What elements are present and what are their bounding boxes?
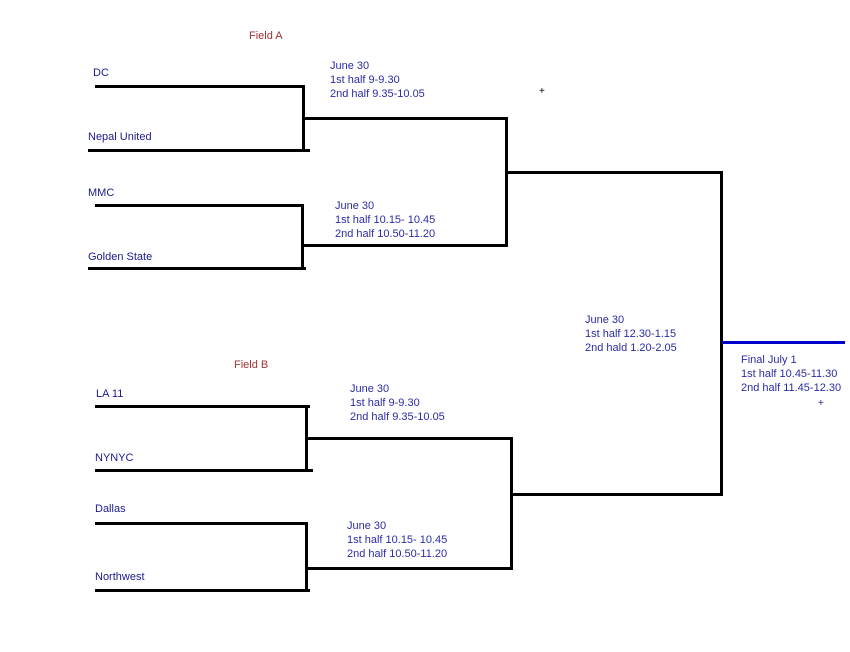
bracket-final-line: [722, 341, 845, 344]
bracket-winner-line-semifinal-a: [505, 171, 723, 174]
team-nynyc: NYNYC: [95, 452, 134, 464]
bracket-line-dc: [95, 85, 305, 88]
schedule-match-b2: June 30 1st half 10.15- 10.45 2nd half 1…: [347, 519, 447, 561]
plus-marker-final-icon: +: [818, 398, 824, 409]
schedule-match-b1-half2: 2nd half 9.35-10.05: [350, 411, 445, 423]
schedule-semifinal: June 30 1st half 12.30-1.15 2nd hald 1.2…: [585, 313, 677, 355]
bracket-winner-line-a2: [301, 244, 508, 247]
schedule-match-b1: June 30 1st half 9-9.30 2nd half 9.35-10…: [350, 382, 445, 424]
bracket-winner-line-b1: [305, 437, 513, 440]
schedule-match-b2-half1: 1st half 10.15- 10.45: [347, 534, 448, 546]
team-nepal-united: Nepal United: [88, 131, 152, 143]
schedule-match-a1-date: June 30: [330, 60, 370, 72]
team-la-11: LA 11: [96, 388, 124, 400]
schedule-match-a1: June 30 1st half 9-9.30 2nd half 9.35-10…: [330, 59, 425, 101]
team-mmc: MMC: [88, 187, 115, 199]
schedule-final: Final July 1 1st half 10.45-11.30 2nd ha…: [741, 353, 841, 395]
bracket-winner-line-semifinal-b: [510, 493, 723, 496]
team-golden-state: Golden State: [88, 251, 153, 263]
bracket-winner-line-a1: [302, 117, 508, 120]
schedule-semifinal-half1: 1st half 12.30-1.15: [585, 328, 677, 340]
schedule-match-a2-date: June 30: [335, 200, 375, 212]
schedule-match-a1-half2: 2nd half 9.35-10.05: [330, 88, 425, 100]
schedule-match-a2: June 30 1st half 10.15- 10.45 2nd half 1…: [335, 199, 435, 241]
field-a-label: Field A: [249, 30, 283, 42]
bracket-line-golden-state: [88, 267, 306, 270]
bracket-line-northwest: [95, 589, 310, 592]
schedule-semifinal-date: June 30: [585, 314, 625, 326]
schedule-match-a1-half1: 1st half 9-9.30: [330, 74, 400, 86]
bracket-connector-b2: [305, 522, 308, 592]
bracket-line-mmc: [95, 204, 303, 207]
schedule-match-b2-date: June 30: [347, 520, 387, 532]
plus-marker-icon: +: [539, 86, 545, 97]
bracket-connector-final: [720, 171, 723, 496]
bracket-connector-semifinal-a: [505, 117, 508, 247]
bracket-winner-line-b2: [305, 567, 513, 570]
field-b-label: Field B: [234, 359, 269, 371]
bracket-connector-a2: [301, 204, 304, 270]
schedule-match-a2-half2: 2nd half 10.50-11.20: [335, 228, 436, 240]
schedule-match-b2-half2: 2nd half 10.50-11.20: [347, 548, 448, 560]
bracket-line-la-11: [95, 405, 310, 408]
schedule-match-b1-date: June 30: [350, 383, 390, 395]
bracket-line-nepal: [88, 149, 310, 152]
team-northwest: Northwest: [95, 571, 145, 583]
schedule-final-half1: 1st half 10.45-11.30: [741, 368, 838, 380]
team-dc: DC: [93, 67, 109, 79]
schedule-semifinal-half2: 2nd hald 1.20-2.05: [585, 342, 677, 354]
team-dallas: Dallas: [95, 503, 126, 515]
schedule-final-half2: 2nd half 11.45-12.30: [741, 382, 842, 394]
schedule-match-b1-half1: 1st half 9-9.30: [350, 397, 420, 409]
bracket-connector-semifinal-b: [510, 437, 513, 570]
bracket-line-dallas: [95, 522, 308, 525]
schedule-final-date: Final July 1: [741, 354, 797, 366]
bracket-line-nynyc: [95, 469, 313, 472]
schedule-match-a2-half1: 1st half 10.15- 10.45: [335, 214, 436, 226]
